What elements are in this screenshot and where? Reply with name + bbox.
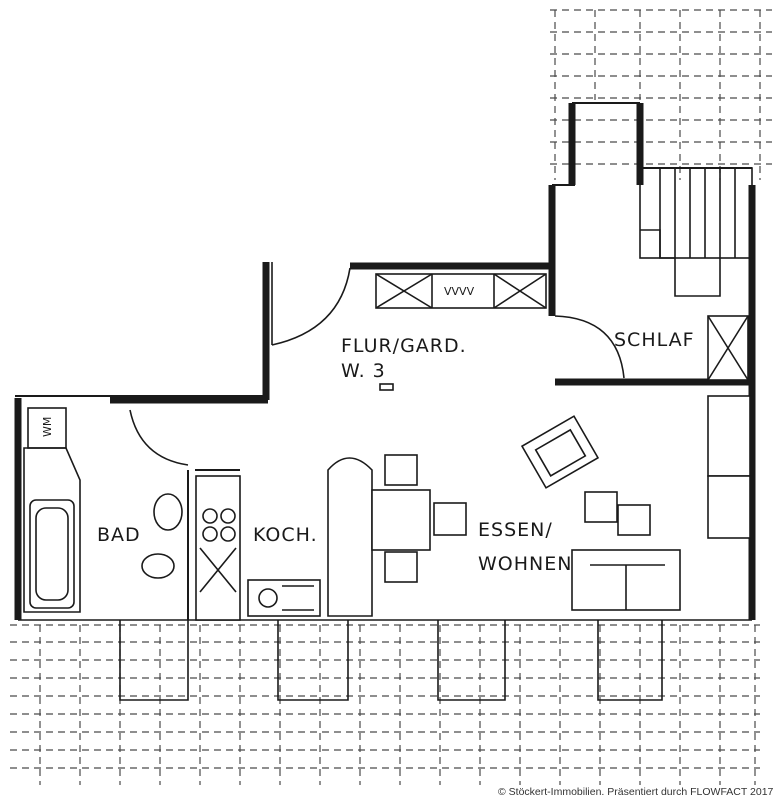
label-wohnen: WOHNEN [478,553,572,575]
door-flur [271,267,351,346]
label-koch: KOCH. [253,524,318,546]
kitchen-counter-island [327,457,373,617]
schlaf-wardrobe [707,315,749,381]
wardrobe: VVVV [375,273,547,309]
label-bad: BAD [97,524,141,546]
washer-label: WM [41,417,54,437]
wardrobe-hatch-label: VVVV [444,285,475,298]
doors [129,262,625,466]
roof-tiles-top-right [550,9,772,180]
bathroom-fixtures: WM [23,407,183,613]
washbasin [153,493,183,531]
toilet [141,553,175,579]
dining-set [371,454,467,583]
door-schlaf [554,315,625,379]
living-furniture [520,395,751,611]
roof-tiles [10,9,772,785]
label-essen: ESSEN/ [478,519,553,541]
dormer-bays [18,619,752,701]
staircase [639,167,753,297]
copyright-notice: © Stöckert-Immobilien. Präsentiert durch… [498,786,774,798]
label-unit: W. 3 [341,360,386,382]
kitchen [195,457,373,621]
roof-tiles-bottom [10,624,760,785]
door-bad [129,409,189,466]
label-flur: FLUR/GARD. [341,335,467,357]
unit-marker [379,383,394,391]
bathtub [29,499,75,609]
label-schlaf: SCHLAF [614,329,695,351]
